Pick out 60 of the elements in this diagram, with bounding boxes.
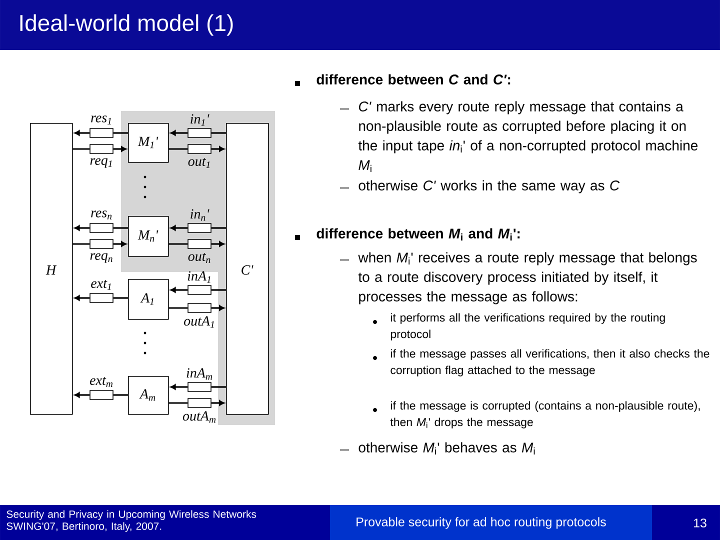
tape-label: ext$_{1}$ [91,280,111,290]
arrow [113,241,126,247]
tape-label: ext$_{m}$ [90,376,113,388]
footer-text: Security and Privacy in Upcoming Wireless Networks SWING'07, Bertinoro, Italy, 2007. [6,510,256,532]
connector-line [113,394,128,396]
tape-label: res$_{n}$ [91,210,112,220]
bullet-text: difference between C and C': [316,74,510,84]
arrow [170,384,188,390]
arrow [170,287,188,293]
bullet-text: difference between M$_{i}$ and M$_{i}$': [316,228,520,240]
connector-line [211,289,226,291]
connector-line [168,402,188,404]
machine-box: M$_{n}$' [128,216,169,257]
arrow [211,305,224,311]
arrow [170,225,188,231]
bullet-text: otherwise M$_{i}$' behaves as M$_{i}$ [358,442,535,454]
footer-panel: Provable security for ad hoc routing protocols [330,505,652,540]
connector-line [113,227,128,229]
arrow [74,130,90,136]
arrow [211,400,224,406]
tape-label: out$_{n}$ [188,252,210,264]
arrow [74,295,90,301]
bullet-text: if the message passes all verifications, then it also checks the corruption flag attached to the message [390,349,710,376]
machine-box: M$_{1}$' [128,123,169,163]
connector-line [113,297,128,299]
connector-line [113,132,128,134]
tape-label: in$_{n}$' [190,209,210,221]
tape-label: outA$_{1}$ [184,316,214,328]
bullet-text: if the message is corrupted (contains a non-plausible route), then M$_{i}$' drops the message [390,401,700,428]
machine-box: A$_{m}$ [128,376,169,415]
connector-line [168,307,188,309]
tape-label: res$_{1}$ [91,116,111,124]
big-box: H [30,123,73,415]
connector-line [72,148,90,150]
connector-line [168,148,188,150]
tape-label: req$_{1}$ [90,158,112,168]
connector-line [72,243,90,245]
big-box: C' [226,123,269,415]
tape-label: req$_{n}$ [90,253,112,263]
connector-line [211,132,226,134]
connector-line [211,227,226,229]
tape-label: inA$_{m}$ [186,368,212,380]
arrow [211,241,224,247]
arrow [74,392,90,398]
page-number: 13 [694,518,706,528]
arrow [170,130,188,136]
title-bar: Ideal-world model (1) [0,0,720,50]
tape-label: outA$_{m}$ [182,411,216,423]
arrow [74,225,90,231]
bullet-text: C' marks every route reply message that contains a non-plausible route as corrupted before placing it on the input tape in$_{i}$' of a non-corrupted protocol machine M$_{i}$ [358,101,698,172]
arrow [211,146,224,152]
tape-label: in$_{1}$' [190,114,210,126]
tape-label: out$_{1}$ [188,158,210,168]
bullet-text: otherwise C' works in the same way as C [358,180,620,194]
machine-box: A$_{1}$ [128,279,169,320]
connector-line [168,243,188,245]
connector-line [211,386,226,388]
arrow [113,146,126,152]
bullet-text: when M$_{i}$' receives a route reply message that belongs to a route discovery process initiated by itself, it processes the message as follows: [358,252,697,304]
tape-label: inA$_{1}$ [188,271,210,283]
